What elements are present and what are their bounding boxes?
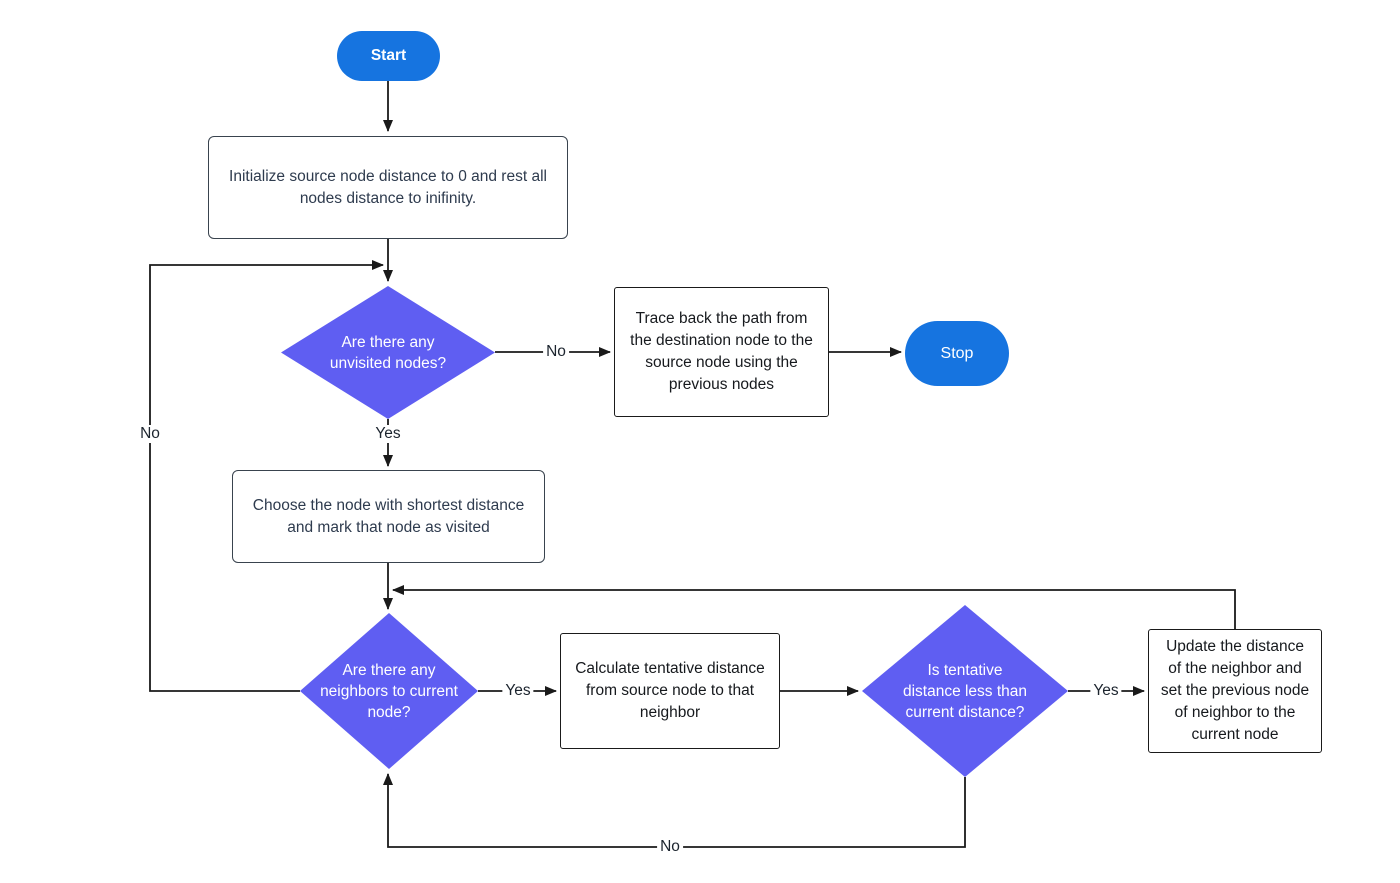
connector-tentative-no-loop <box>383 773 966 848</box>
edge-label-unvisited-yes: Yes <box>372 425 404 443</box>
process-initialize-distances: Initialize source node distance to 0 and… <box>208 136 568 239</box>
process-choose-shortest-node: Choose the node with shortest distance a… <box>232 470 545 563</box>
edge-label-tentative-yes: Yes <box>1090 682 1122 700</box>
edge-label-tentative-no: No <box>657 838 683 856</box>
edge-label-unvisited-no: No <box>543 343 569 361</box>
start-terminal: Start <box>337 31 440 81</box>
stop-terminal: Stop <box>905 321 1009 386</box>
connector-neighbors-no-loop <box>149 260 384 692</box>
edge-label-neighbors-yes: Yes <box>502 682 534 700</box>
process-calculate-tentative-distance: Calculate tentative distance from source… <box>560 633 780 749</box>
process-update-neighbor-distance: Update the distance of the neighbor and … <box>1148 629 1322 753</box>
edge-label-neighbors-no: No <box>137 425 163 443</box>
process-trace-back-path: Trace back the path from the destination… <box>614 287 829 417</box>
connector-update-loop-to-neighbors <box>392 585 1236 629</box>
